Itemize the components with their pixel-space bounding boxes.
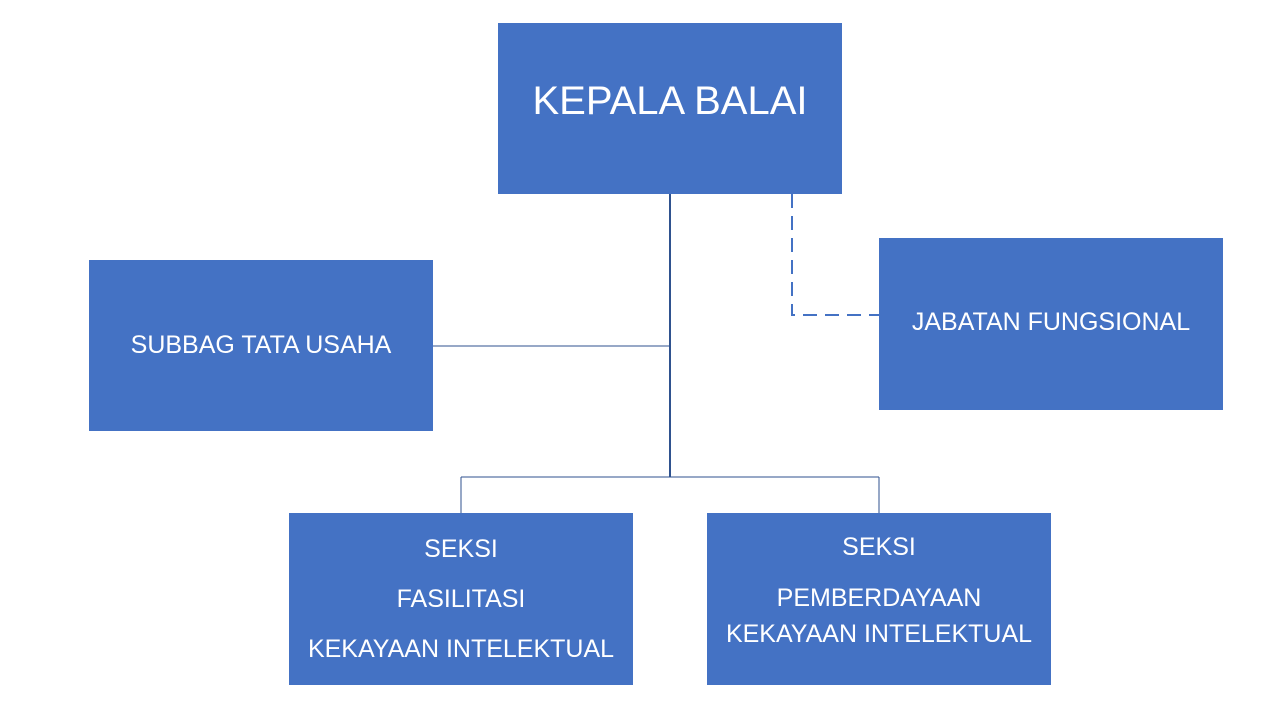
subbag-tata-usaha-label: SUBBAG TATA USAHA xyxy=(130,331,392,359)
dashed-connector-to-jabatan xyxy=(791,194,879,316)
kepala-balai-label: KEPALA BALAI xyxy=(532,79,808,123)
subbag-tata-usaha-box: SUBBAG TATA USAHA xyxy=(89,260,433,431)
kepala-balai-box: KEPALA BALAI xyxy=(498,23,842,194)
seksi-fasilitasi-line-3: KEKAYAAN INTELEKTUAL xyxy=(307,635,615,663)
seksi-pemberdayaan-box: SEKSI PEMBERDAYAAN KEKAYAAN INTELEKTUAL xyxy=(707,513,1051,685)
jabatan-fungsional-label: JABATAN FUNGSIONAL xyxy=(911,307,1191,336)
seksi-pemberdayaan-line-1: SEKSI xyxy=(842,533,916,561)
seksi-pemberdayaan-line-2: PEMBERDAYAAN xyxy=(776,584,982,612)
seksi-fasilitasi-line-1: SEKSI xyxy=(424,535,498,563)
jabatan-fungsional-box: JABATAN FUNGSIONAL xyxy=(879,238,1223,410)
seksi-fasilitasi-line-2: FASILITASI xyxy=(396,585,526,613)
seksi-pemberdayaan-line-3: KEKAYAAN INTELEKTUAL xyxy=(725,620,1033,648)
seksi-fasilitasi-box: SEKSI FASILITASI KEKAYAAN INTELEKTUAL xyxy=(289,513,633,685)
